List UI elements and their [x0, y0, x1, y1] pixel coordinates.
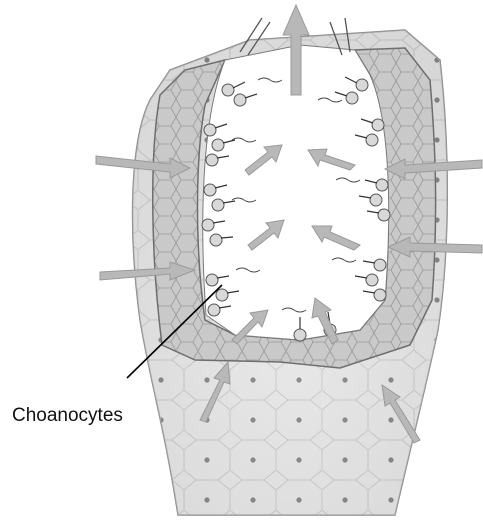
choanocytes-label: Choanocytes [12, 405, 123, 427]
